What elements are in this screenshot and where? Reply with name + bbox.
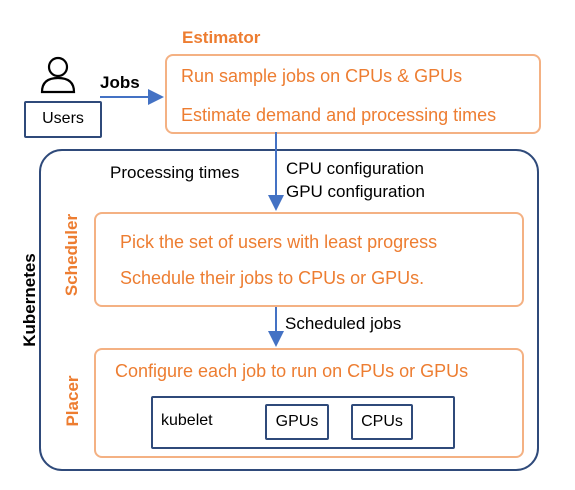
gpu-configuration-label: GPU configuration (286, 182, 425, 201)
cpus-box: CPUs (351, 404, 413, 440)
processing-times-label: Processing times (110, 163, 240, 182)
scheduler-line-2: Schedule their jobs to CPUs or GPUs. (120, 268, 425, 288)
placer-line: Configure each job to run on CPUs or GPU… (115, 361, 469, 381)
scheduled-jobs-label: Scheduled jobs (285, 314, 402, 333)
cpus-label: CPUs (361, 413, 403, 430)
estimator-line-2: Estimate demand and processing times (181, 105, 497, 125)
kubernetes-frame (39, 149, 539, 471)
users-box: Users (24, 101, 102, 138)
kubelet-label: kubelet (161, 412, 213, 429)
estimator-box: Run sample jobs on CPUs & GPUs Estimate … (165, 54, 541, 134)
gpus-label: GPUs (275, 413, 319, 430)
gpus-box: GPUs (265, 404, 329, 440)
user-icon (40, 56, 76, 94)
scheduler-title: Scheduler (62, 213, 81, 297)
placer-box: Configure each job to run on CPUs or GPU… (94, 348, 524, 458)
users-label: Users (42, 110, 84, 127)
jobs-label: Jobs (100, 73, 140, 92)
estimator-title: Estimator (182, 28, 261, 47)
estimator-line-1: Run sample jobs on CPUs & GPUs (181, 66, 463, 86)
scheduler-line-1: Pick the set of users with least progres… (120, 232, 438, 252)
kubernetes-label: Kubernetes (20, 253, 39, 347)
scheduler-box: Pick the set of users with least progres… (94, 212, 524, 307)
cpu-configuration-label: CPU configuration (286, 159, 424, 178)
placer-title: Placer (63, 375, 82, 427)
kubelet-box: kubelet GPUs CPUs (151, 396, 455, 449)
